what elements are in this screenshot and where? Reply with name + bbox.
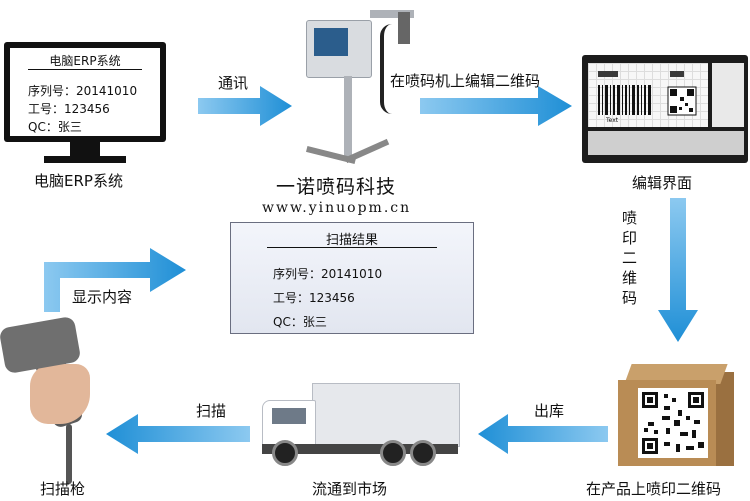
arrow-display bbox=[44, 248, 186, 312]
barcode-preview bbox=[598, 71, 697, 116]
monitor-stand-neck bbox=[70, 142, 100, 156]
hand-icon bbox=[30, 364, 90, 424]
product-carton-icon bbox=[618, 380, 716, 466]
printer-arm bbox=[370, 10, 414, 18]
editor-screen: Text bbox=[582, 55, 748, 163]
printer-stand-pole bbox=[344, 76, 352, 156]
arrow-edit bbox=[420, 86, 572, 126]
printer-caption: 一诺喷码科技 bbox=[276, 176, 397, 198]
scanner-cable bbox=[66, 424, 72, 484]
arrow-scan bbox=[106, 414, 250, 454]
truck-chassis bbox=[262, 444, 458, 454]
arrow-out-label: 出库 bbox=[534, 402, 565, 420]
erp-divider bbox=[28, 69, 142, 70]
editor-canvas: Text bbox=[588, 63, 708, 127]
printer-hose bbox=[380, 24, 392, 114]
erp-worker-id: 工号：123456 bbox=[28, 102, 110, 116]
company-url: www.yinuopm.cn bbox=[262, 200, 412, 216]
scan-result-panel: 扫描结果 序列号：20141010 工号：123456 QC：张三 bbox=[230, 222, 474, 334]
arrow-edit-label: 在喷码机上编辑二维码 bbox=[390, 72, 541, 90]
truck-wheel bbox=[272, 440, 298, 466]
printer-screen bbox=[314, 28, 348, 56]
printer-head bbox=[398, 12, 410, 44]
editor-toolbar bbox=[712, 63, 744, 127]
truck-caption: 流通到市场 bbox=[312, 480, 388, 498]
carton-caption: 在产品上喷印二维码 bbox=[586, 480, 722, 498]
result-serial: 序列号：20141010 bbox=[273, 267, 383, 281]
monitor-stand-base bbox=[44, 156, 126, 163]
truck-window bbox=[272, 408, 306, 424]
result-worker-id: 工号：123456 bbox=[273, 291, 355, 305]
arrow-out bbox=[478, 414, 608, 454]
arrow-display-label: 显示内容 bbox=[72, 288, 133, 306]
arrow-scan-label: 扫描 bbox=[196, 402, 227, 420]
editor-caption: 编辑界面 bbox=[632, 174, 693, 192]
arrow-comm-label: 通讯 bbox=[218, 74, 249, 92]
erp-monitor: 电脑ERP系统 序列号：20141010 工号：123456 QC：张三 bbox=[4, 42, 166, 142]
truck-cargo-box bbox=[312, 383, 460, 447]
editor-controls bbox=[588, 131, 744, 155]
scanner-caption: 扫描枪 bbox=[40, 480, 86, 498]
scan-result-divider bbox=[267, 247, 437, 248]
arrow-print-label: 喷印二维码 bbox=[622, 209, 638, 307]
erp-serial: 序列号：20141010 bbox=[28, 84, 138, 98]
scan-result-title: 扫描结果 bbox=[325, 233, 378, 248]
result-qc: QC：张三 bbox=[273, 315, 327, 329]
qr-code-icon bbox=[638, 388, 708, 458]
erp-monitor-display: 电脑ERP系统 序列号：20141010 工号：123456 QC：张三 bbox=[10, 48, 160, 136]
erp-qc: QC：张三 bbox=[28, 120, 82, 134]
arrow-print-down bbox=[658, 198, 698, 342]
editor-text-label: Text bbox=[606, 117, 619, 124]
truck-wheel bbox=[380, 440, 406, 466]
erp-caption: 电脑ERP系统 bbox=[34, 172, 123, 190]
arrow-comm bbox=[198, 86, 292, 126]
truck-wheel bbox=[410, 440, 436, 466]
carton-side bbox=[716, 372, 734, 466]
erp-title: 电脑ERP系统 bbox=[49, 54, 121, 68]
